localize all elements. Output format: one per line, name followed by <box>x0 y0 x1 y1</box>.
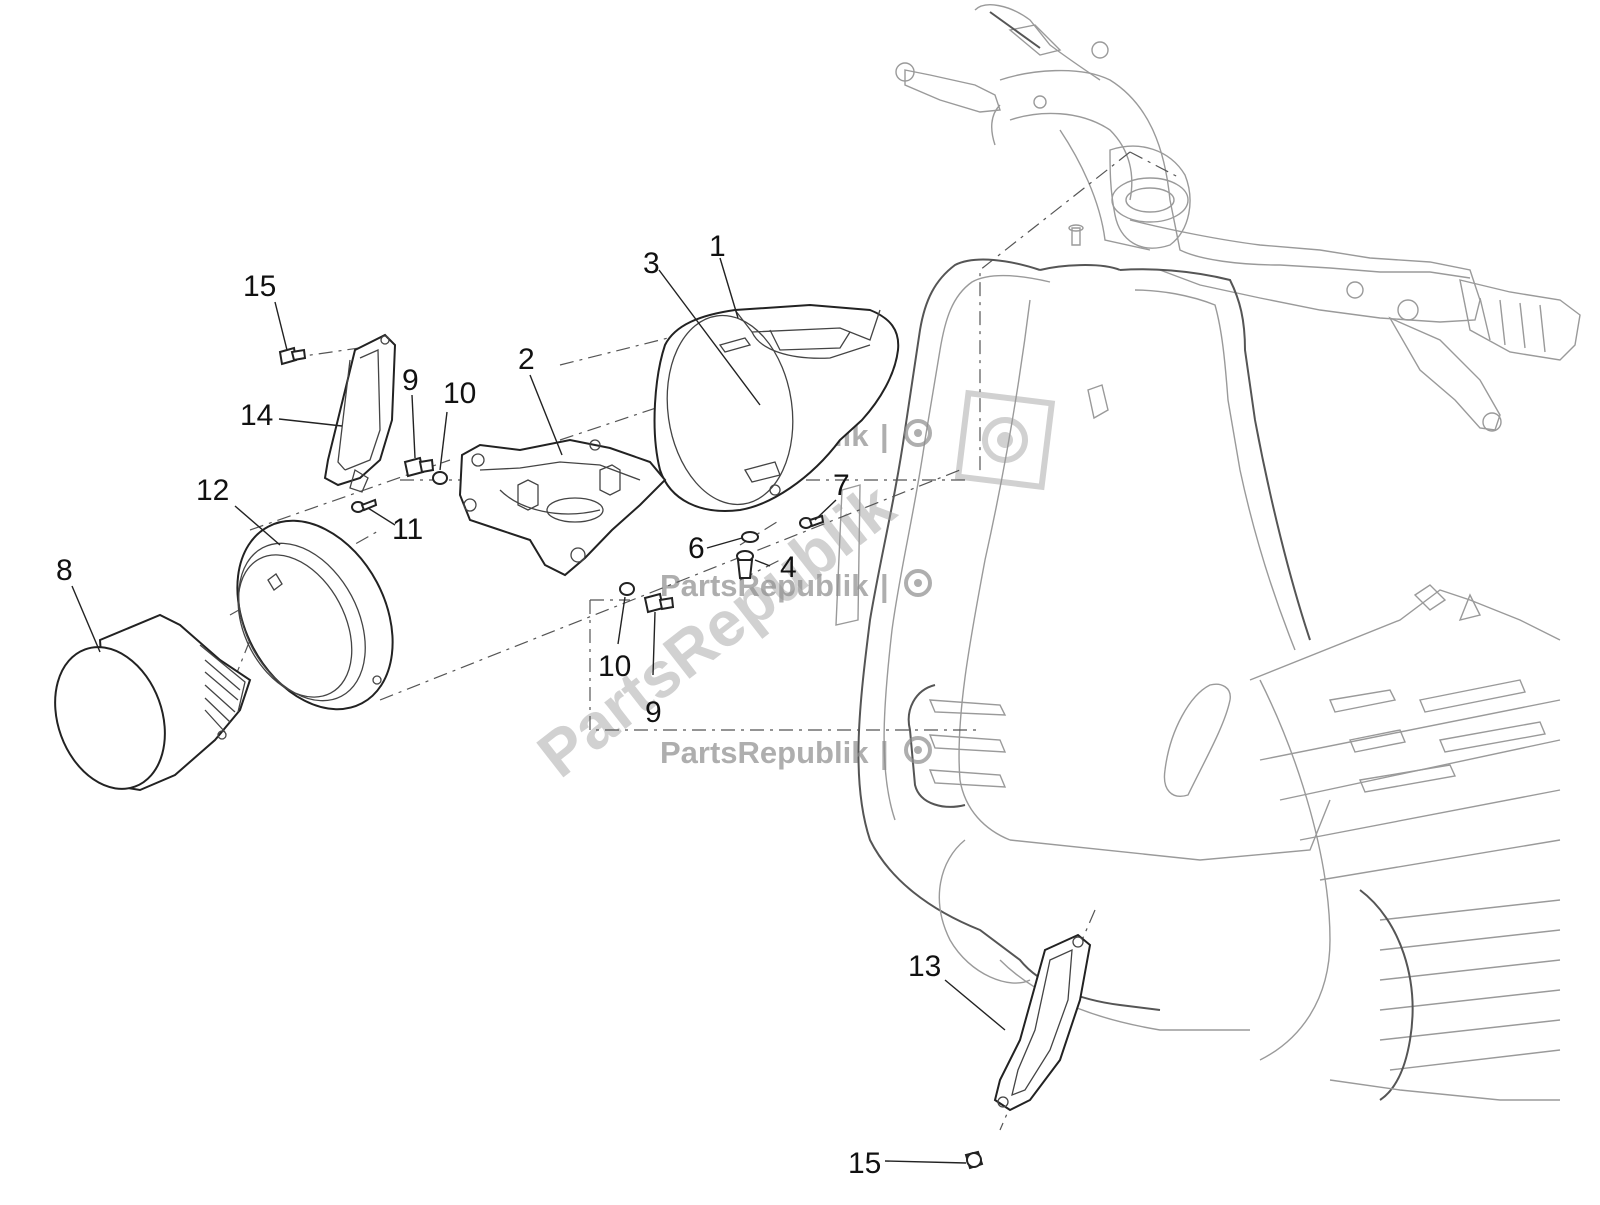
watermark-separator: | <box>880 735 889 770</box>
callout-10-bottom: 10 <box>598 650 631 683</box>
callout-7: 7 <box>833 469 850 502</box>
watermark-row-2: PartsRepublik | <box>660 568 932 603</box>
gear-icon <box>954 389 1056 491</box>
callout-13: 13 <box>908 950 941 983</box>
part-13-reflector <box>993 933 1092 1112</box>
watermark-separator: | <box>880 418 889 453</box>
gear-icon <box>904 569 932 597</box>
gear-icon <box>904 419 932 447</box>
callout-15-top: 15 <box>243 270 276 303</box>
callout-8: 8 <box>56 554 73 587</box>
watermark-text: PartsRepublik <box>660 735 869 770</box>
part-10-washer-bottom <box>619 582 635 596</box>
hardware-screws <box>278 346 984 1170</box>
callout-1: 1 <box>709 230 726 263</box>
callout-12: 12 <box>196 474 229 507</box>
part-2-headlight-bracket <box>458 438 667 577</box>
part-14-turn-signal <box>323 333 397 493</box>
part-15-screw-bottom <box>964 1150 984 1170</box>
callout-9-bottom: 9 <box>645 696 662 729</box>
part-7-screw <box>799 514 825 529</box>
part-9-bolt-bottom <box>643 592 675 614</box>
callout-4: 4 <box>780 551 797 584</box>
callout-6: 6 <box>688 532 705 565</box>
callout-9-top: 9 <box>402 364 419 397</box>
handlebar-outline <box>895 4 1581 432</box>
part-10-washer-top <box>432 471 448 485</box>
part-12-headlight-rim <box>236 519 394 711</box>
part-4-nut <box>736 550 754 579</box>
callout-3: 3 <box>643 247 660 280</box>
watermark-row-3: PartsRepublik | <box>660 735 932 770</box>
callout-11: 11 <box>392 513 423 546</box>
part-15-screw-top <box>278 346 307 366</box>
legshield-outline <box>835 224 1561 1101</box>
part-11-screw <box>351 498 378 513</box>
callout-15-bottom: 15 <box>848 1147 881 1180</box>
leader-lines <box>71 257 1006 1164</box>
callout-labels: 1 2 3 4 6 7 8 9 9 10 10 11 12 13 14 15 1… <box>56 230 941 1180</box>
part-9-bolt-top <box>403 456 435 478</box>
part-1-headlight-cowl <box>653 303 900 512</box>
gear-icon <box>904 736 932 764</box>
watermark-text: PartsRepublik <box>660 568 869 603</box>
watermark-separator: | <box>880 568 889 603</box>
callout-10-top: 10 <box>443 377 476 410</box>
part-6-washer <box>741 531 759 543</box>
scooter-outline <box>835 4 1581 1101</box>
callout-2: 2 <box>518 343 535 376</box>
callout-14: 14 <box>240 399 273 432</box>
part-8-headlight-unit <box>54 613 252 792</box>
